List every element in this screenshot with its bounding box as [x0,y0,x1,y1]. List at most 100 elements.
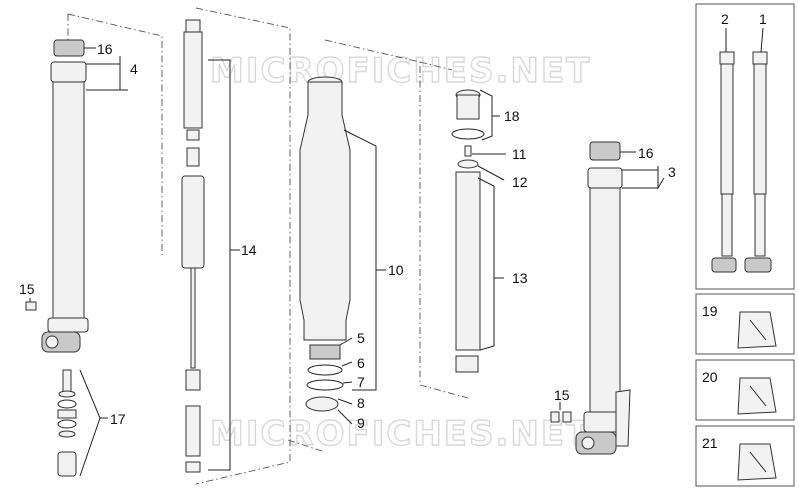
guide-line-damper [195,7,291,485]
damper-rod [190,267,196,369]
preload-cap-18 [456,94,480,120]
callout-12: 12 [512,174,528,190]
slider-body [299,81,351,341]
valve-bolt [62,369,72,393]
damper-cartridge [181,175,205,269]
kit-bag-20-body [737,377,777,415]
leader-10 [343,129,386,391]
caliper-mount-right [615,389,631,447]
ring-7 [306,379,344,391]
damper-bottom-nut [185,461,201,473]
cap-16-right [589,141,621,161]
callout-14: 14 [241,242,257,258]
guide-line-outer-tube [67,13,163,255]
fork-2-foot [711,257,737,273]
leader-8 [337,398,353,405]
kit-bag-19 [737,311,777,349]
washer-12 [457,159,479,169]
spring-spacer [455,355,479,373]
watermark-bottom: MICROFICHES.NET [210,414,591,454]
callout-11: 11 [512,146,527,162]
cap-16-left [53,39,85,57]
guide-line-spring [419,61,469,399]
leader-6 [341,361,353,367]
kit-bag-21-crease [749,451,767,473]
callout-6: 6 [357,355,365,371]
leader-7 [342,381,353,384]
leader-3 [622,166,665,190]
valve-cap [57,451,77,477]
callout-8: 8 [357,395,365,411]
adjuster-11 [464,145,472,157]
callout-18: 18 [504,108,520,124]
callout-15-left: 15 [19,281,35,297]
callout-16-left: 16 [97,41,113,57]
kit-bag-20-crease [749,385,767,407]
kit-bag-21 [737,443,777,481]
valve-washer-2 [58,430,76,438]
callout-1: 1 [759,11,767,27]
fork-1-slider [754,193,766,257]
callout-9: 9 [357,415,365,431]
leader-18 [479,89,500,141]
damper-assembly-14 [181,19,205,473]
leader-4 [86,56,128,91]
tube-collar-right [587,167,623,189]
valve-washer-1 [58,390,76,398]
fork-1-cap [752,51,768,65]
leader-13 [477,177,504,351]
tube-body-left [52,81,85,319]
kit-bag-21-body [737,443,777,481]
leader-5 [339,337,353,346]
kit-bag-19-crease [749,319,767,341]
damper-piston [185,369,201,391]
axle-hole-right [581,436,595,450]
watermark-top: MICROFICHES.NET [210,51,591,91]
bolt-15-right-a [550,411,560,423]
damper-top-nut [185,19,201,33]
spring-13 [455,171,481,351]
kit-bag-19-body [737,311,777,349]
valve-body [57,409,77,419]
preload-cap-oring [451,128,485,140]
tube-body-right [589,187,621,414]
outer-tube-left [25,39,89,353]
callout-13: 13 [512,270,528,286]
seal-holder-5 [309,344,341,360]
slider-10 [299,76,351,412]
fork-2-tube [720,63,734,195]
damper-valve-stack [185,405,201,457]
valve-oring-1 [57,399,77,409]
valve-stack-17 [57,369,77,477]
callout-7: 7 [357,374,365,390]
fork-1-tube [753,63,767,195]
leader-14 [208,59,240,471]
callout-19: 19 [702,303,718,319]
fork-2 [711,51,737,273]
tube-collar-left [50,61,87,83]
ring-6 [307,364,343,376]
fork-2-cap [719,51,735,65]
callout-3: 3 [668,164,676,180]
callout-4: 4 [130,61,138,77]
damper-top-tube [183,31,203,129]
axle-hole-left [45,335,59,349]
callout-10: 10 [388,262,404,278]
tube-foot-left [47,317,89,333]
spring-assembly [451,89,485,373]
bolt-15-right-b [562,411,572,423]
leader-1 [760,27,764,53]
leader-9 [337,409,353,425]
leader-12 [477,165,505,181]
panel-complete-forks [695,3,795,290]
kit-bag-20 [737,377,777,415]
fork-2-slider [721,193,733,257]
damper-spacer-2 [186,147,200,167]
callout-20: 20 [702,369,718,385]
damper-spacer-1 [186,129,200,141]
callout-16-right: 16 [638,145,654,161]
callout-21: 21 [702,435,718,451]
bolt-15-left [25,301,37,311]
